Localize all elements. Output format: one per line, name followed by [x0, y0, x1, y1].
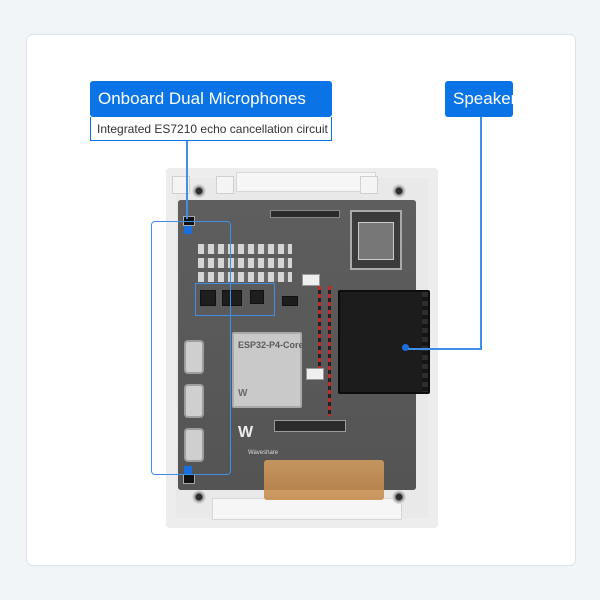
ic-chip — [282, 296, 298, 306]
pin-header — [198, 244, 292, 254]
tf-card-slot — [350, 210, 402, 270]
display-fpc-connector — [274, 420, 346, 432]
speaker-leader-line — [408, 348, 482, 350]
pcb-board: ESP32-P4-Core W W Waveshare — [178, 200, 416, 500]
mic-chip — [200, 290, 216, 306]
ic-chip — [250, 290, 264, 304]
usb-c-port — [184, 340, 204, 374]
module-label: ESP32-P4-Core — [238, 340, 304, 350]
enclosure-top-cutout — [236, 172, 376, 192]
microphones-callout-subtitle: Integrated ES7210 echo cancellation circ… — [90, 117, 332, 141]
corner-tab — [172, 176, 190, 194]
pin-header — [198, 272, 292, 282]
speaker-unit — [338, 290, 430, 394]
usb-c-port — [184, 384, 204, 418]
microphone-marker-icon — [184, 466, 192, 474]
speaker-leader-line — [480, 116, 482, 350]
speaker-wire — [318, 286, 321, 368]
codec-highlight-box — [195, 283, 275, 316]
waveshare-logo-icon: W — [238, 388, 248, 399]
waveshare-logo-icon: W — [238, 424, 254, 441]
camera-fpc-connector — [270, 210, 340, 218]
screw-icon — [392, 184, 406, 198]
usb-c-port — [184, 428, 204, 462]
microphone-marker-icon — [184, 226, 192, 234]
speaker-callout-title: Speaker — [445, 81, 516, 117]
jst-connector — [306, 368, 324, 380]
brand-label: Waveshare — [248, 450, 279, 456]
speaker-marker-icon — [402, 344, 409, 351]
jst-connector — [302, 274, 320, 286]
microphone-leader-line — [186, 141, 188, 219]
microphone-bottom — [183, 474, 195, 484]
screw-icon — [392, 490, 406, 504]
display-flex-cable — [264, 460, 384, 500]
microphones-callout-title: Onboard Dual Microphones — [90, 81, 332, 117]
corner-tab — [216, 176, 234, 194]
codec-chip — [222, 290, 242, 306]
microphone-highlight-box — [151, 221, 231, 475]
screw-icon — [192, 490, 206, 504]
speaker-wire — [328, 286, 331, 416]
esp32-core-module: ESP32-P4-Core W — [232, 332, 304, 408]
screw-icon — [192, 184, 206, 198]
corner-tab — [360, 176, 378, 194]
pin-header — [198, 258, 292, 268]
enclosure-bottom-cutout — [212, 498, 402, 520]
